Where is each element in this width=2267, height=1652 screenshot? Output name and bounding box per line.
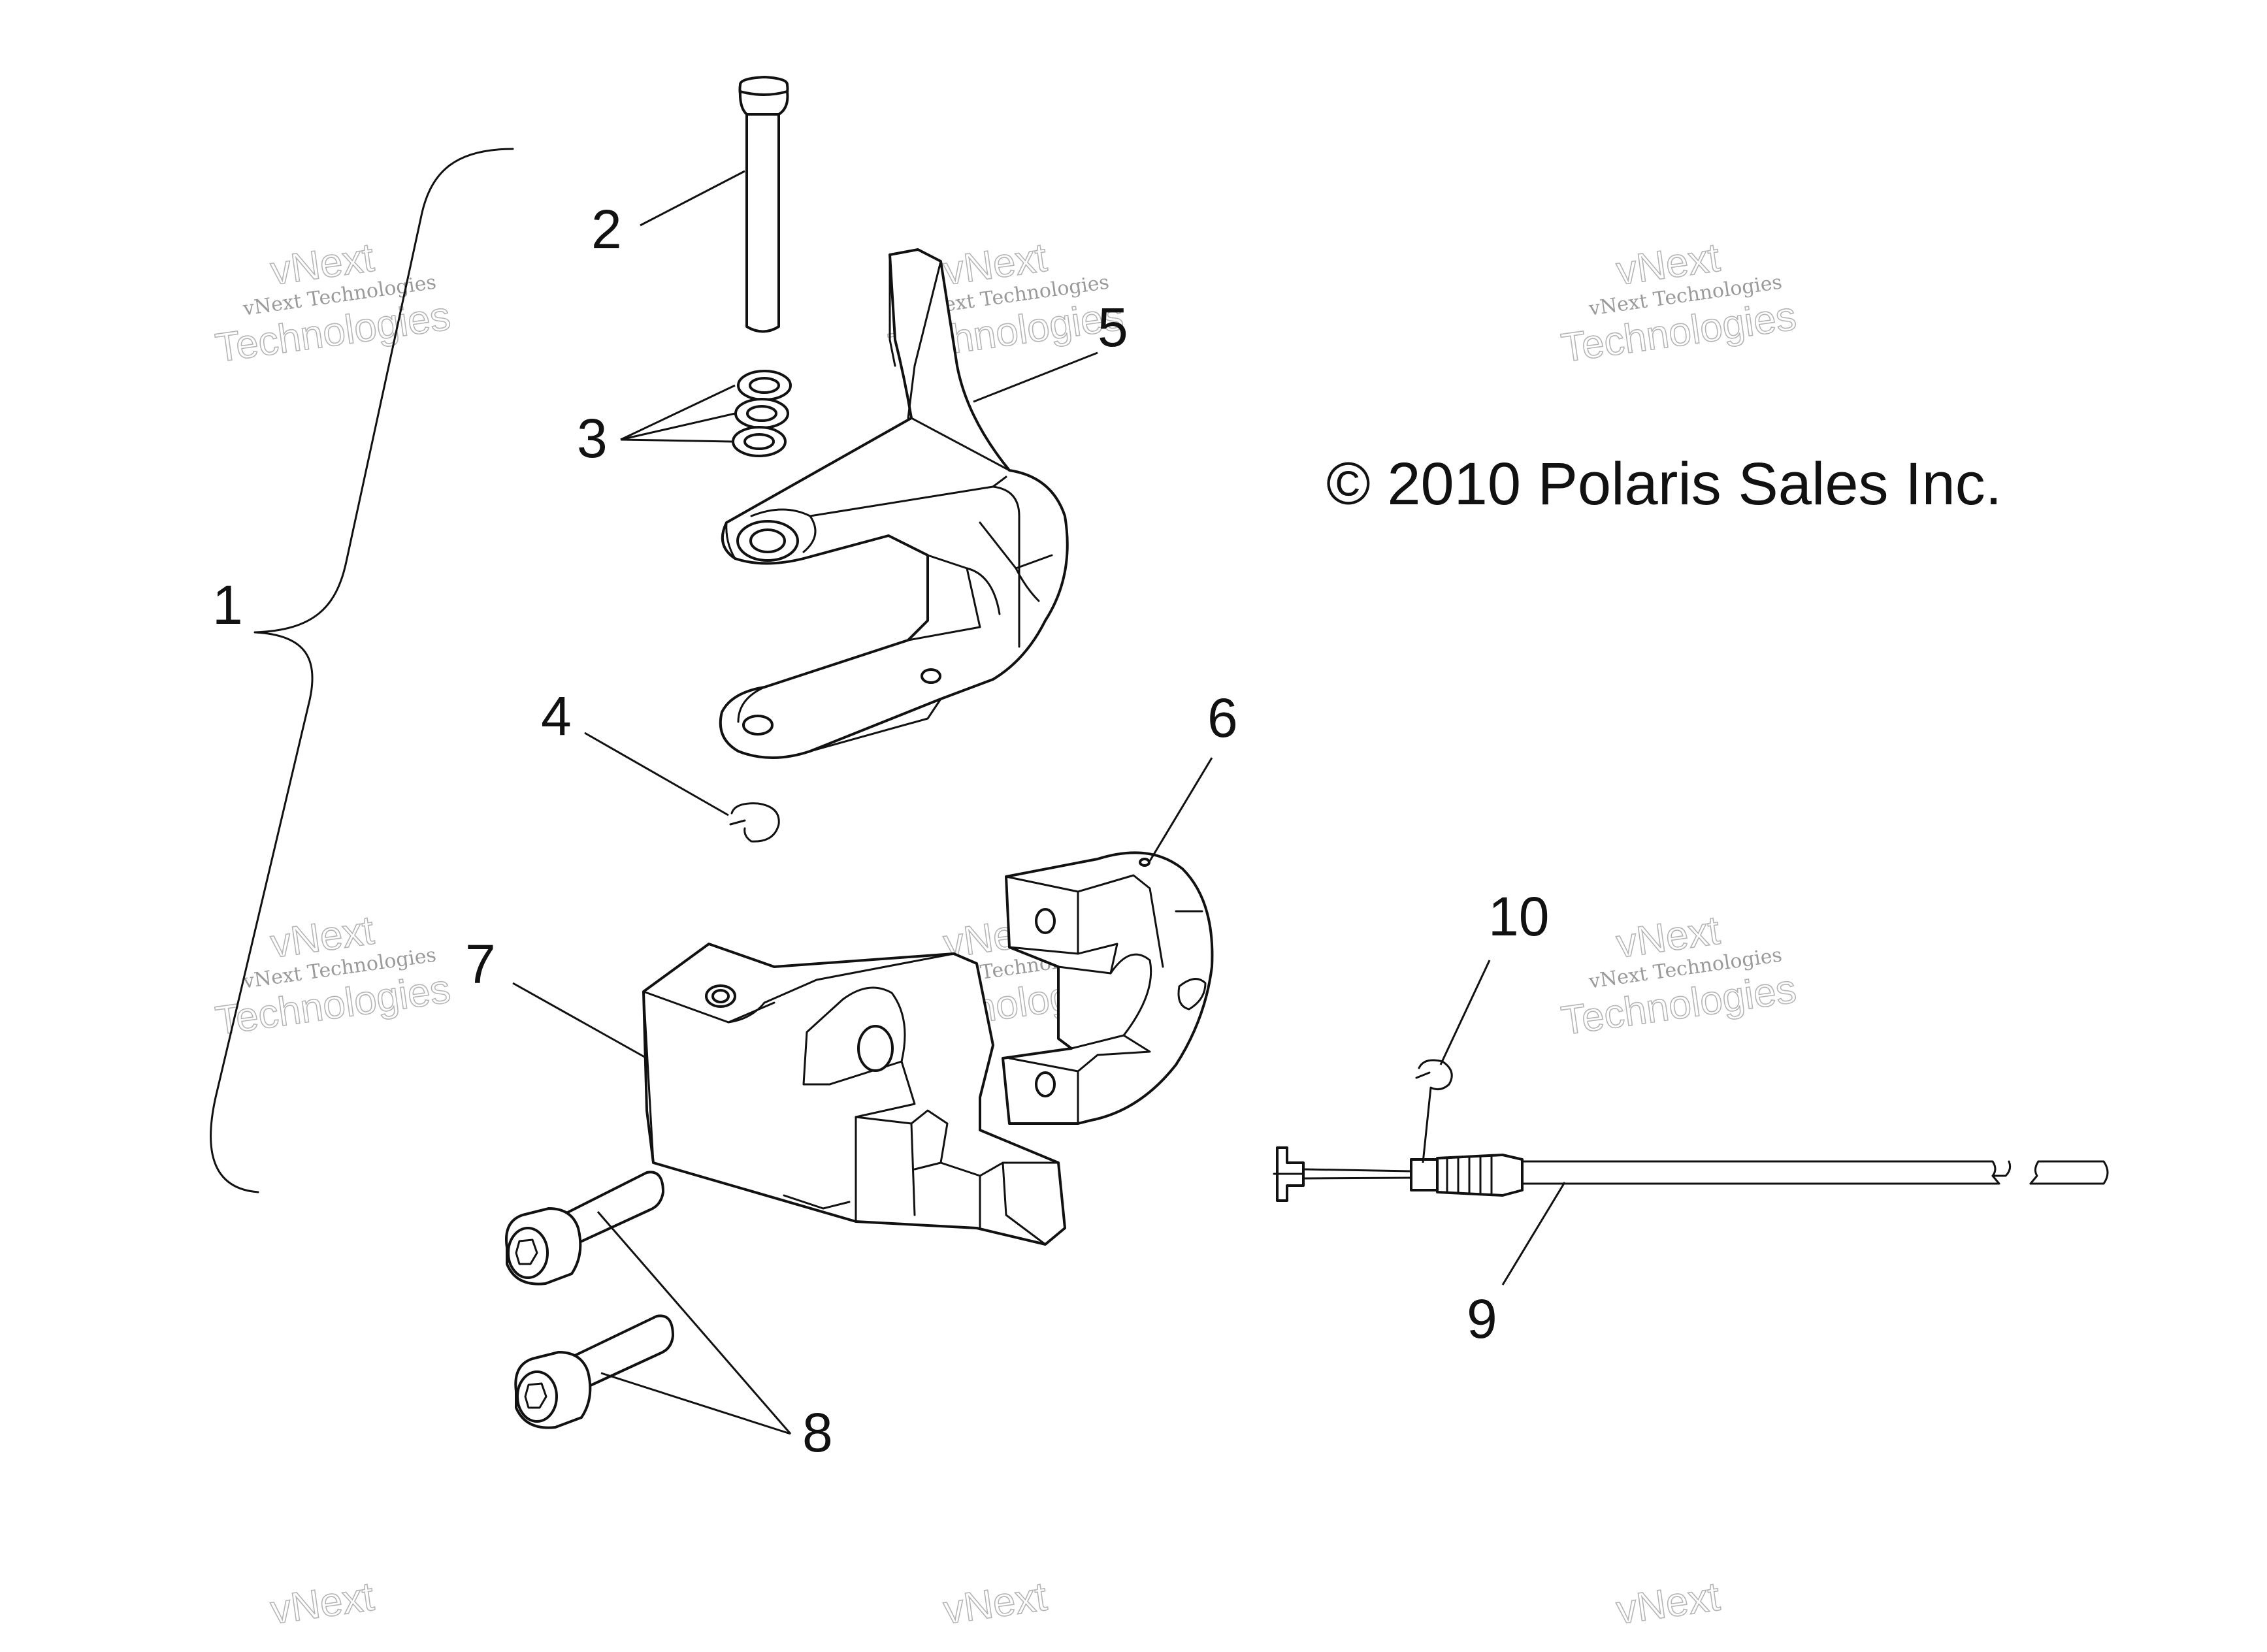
- callout-4: 4: [541, 685, 572, 747]
- watermark: vNext vNext Technologies Technologies: [1558, 235, 1800, 372]
- part-housing: [642, 943, 1066, 1246]
- part-bolt-upper: [505, 1171, 664, 1286]
- callout-1: 1: [212, 574, 243, 636]
- callout-10: 10: [1488, 886, 1549, 947]
- watermark-line2: vNext: [268, 1574, 377, 1633]
- callout-3: 3: [577, 408, 608, 469]
- callout-9: 9: [1467, 1288, 1497, 1350]
- callout-5: 5: [1098, 297, 1128, 358]
- callout-7: 7: [465, 933, 496, 995]
- callout-6: 6: [1207, 687, 1238, 749]
- part-clamp: [1002, 851, 1214, 1125]
- watermark: vNext vNext Technologies Technologies: [212, 235, 454, 372]
- part-clip-4-detail: [729, 819, 746, 826]
- watermark: vNext vNext Technologies Technologies: [212, 907, 454, 1045]
- part-clip-10-detail: [1415, 1071, 1431, 1079]
- callouts: 1 2 3 4 5 6 7 8 9 10: [212, 199, 1549, 1463]
- part-washers: [732, 370, 792, 457]
- callout-2: 2: [591, 199, 622, 260]
- watermarks: vNext vNext Technologies Technologies vN…: [212, 235, 1800, 1634]
- watermark-line2: vNext: [1614, 1574, 1723, 1633]
- leader-lines: [512, 170, 1566, 1435]
- part-pin: [738, 76, 789, 333]
- watermark-line2: vNext: [941, 1574, 1050, 1633]
- copyright-notice: © 2010 Polaris Sales Inc.: [1326, 451, 2002, 517]
- watermark: vNext: [1613, 1574, 1723, 1634]
- part-clip-4: [730, 802, 780, 843]
- watermark: vNext: [940, 1574, 1050, 1634]
- callout-8: 8: [802, 1402, 833, 1463]
- watermark: vNext vNext Technologies Technologies: [1558, 907, 1800, 1045]
- part-bracket: [719, 248, 1069, 759]
- assembly-brace: [210, 148, 514, 1193]
- part-cable: [1273, 1146, 2109, 1202]
- part-clip-10: [1418, 1059, 1453, 1091]
- watermark: vNext: [267, 1574, 377, 1634]
- part-bolt-lower: [514, 1314, 674, 1429]
